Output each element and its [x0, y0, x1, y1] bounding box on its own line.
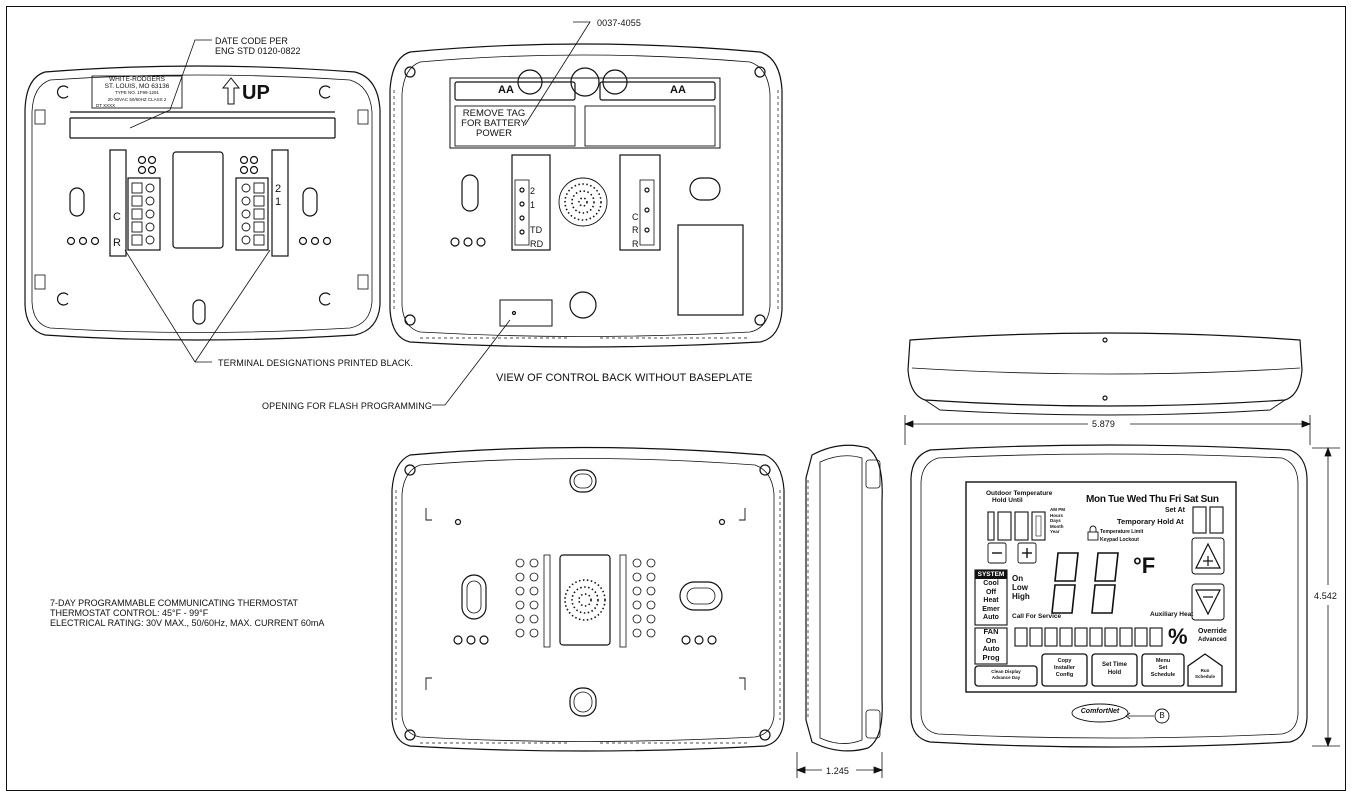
- up-triangle-button: [1191, 537, 1225, 575]
- rating-label-box: [91, 75, 183, 109]
- control-terminal-c: C: [632, 212, 639, 222]
- callout-letter-b: B: [1159, 711, 1165, 720]
- display-keypad-lockout: Keypad Lockout: [1100, 537, 1139, 543]
- clean-display-button[interactable]: Clean Display Advance Day: [991, 669, 1021, 680]
- run-schedule-button[interactable]: Run Schedule: [1194, 668, 1215, 679]
- terminal-designations-callout: TERMINAL DESIGNATIONS PRINTED BLACK.: [218, 358, 414, 368]
- display-outdoor-temp: Outdoor Temperature Hold Until: [986, 490, 1053, 504]
- corner-hook: [57, 85, 69, 99]
- display-temp-limit: Temperature Limit: [1100, 529, 1144, 535]
- display-time-units: AM PM Hours Days Month Year: [1050, 507, 1065, 534]
- baseplate-terminal-2: 2: [275, 183, 282, 195]
- display-aux-heat: Auxiliary Heat: [1150, 611, 1194, 618]
- battery-label-1: AA: [498, 84, 514, 96]
- display-call-for-service: Call For Service: [1012, 613, 1062, 620]
- remove-tag-label: REMOVE TAG FOR BATTERY POWER: [461, 108, 527, 139]
- flash-opening: [499, 299, 553, 327]
- control-terminal-1: 1: [530, 200, 536, 210]
- control-terminal-rd: RD: [530, 239, 544, 249]
- display-temp-hold-at: Temporary Hold At: [1117, 517, 1184, 526]
- baseplate-terminal-c: C: [113, 211, 121, 223]
- date-code-callout: DATE CODE PER ENG STD 0120-0822: [215, 36, 301, 56]
- drawing-border: [6, 6, 1346, 791]
- touchscreen: [965, 481, 1237, 693]
- message-segments: [1014, 627, 1163, 647]
- display-percent: %: [1168, 624, 1188, 649]
- grip-scallops: [393, 90, 779, 339]
- control-terminal-r1: R: [632, 225, 639, 235]
- baseplate-terminal-r: R: [113, 237, 121, 249]
- dimension-height: 4.542: [1314, 591, 1338, 601]
- flash-programming-callout: OPENING FOR FLASH PROGRAMMING: [262, 401, 432, 411]
- display-fan-modes: FAN On Auto Prog: [982, 627, 1000, 662]
- speaker-grille: [558, 177, 608, 227]
- battery-label-2: AA: [670, 84, 686, 96]
- control-back-view-title: VIEW OF CONTROL BACK WITHOUT BASEPLATE: [496, 372, 753, 384]
- display-days: Mon Tue Wed Thu Fri Sat Sun: [1086, 494, 1219, 505]
- top-edge-view: [907, 332, 1303, 416]
- rating-label-text: WHITE-RODGERS ST. LOUIS, MO 63136 TYPE N…: [96, 76, 170, 108]
- big-temp-digits: [1051, 552, 1119, 614]
- fan-box: [974, 627, 1008, 665]
- display-override: Override Advanced: [1198, 628, 1227, 643]
- control-terminal-td: TD: [530, 225, 543, 235]
- display-degree-unit: °F: [1133, 553, 1156, 578]
- brand-logo: [1071, 703, 1129, 723]
- down-triangle-button: [1191, 583, 1225, 621]
- part-number-callout: 0037-4055: [597, 18, 641, 28]
- minus-icon: [987, 542, 1007, 564]
- control-terminal-r2: R: [632, 239, 639, 249]
- leader-lines: [124, 21, 591, 406]
- display-system-label: SYSTEM: [977, 571, 1005, 578]
- spec-notes: 7-DAY PROGRAMMABLE COMMUNICATING THERMOS…: [50, 598, 325, 628]
- control-terminal-2: 2: [530, 186, 536, 196]
- menu-set-schedule-button[interactable]: Menu Set Schedule: [1150, 658, 1176, 678]
- set-time-hold-button[interactable]: Set Time Hold: [1102, 662, 1127, 676]
- display-fan-speeds: On Low High: [1012, 574, 1030, 601]
- display-system-modes: Cool Off Heat Emer Auto: [982, 580, 1000, 621]
- dimension-depth: 1.245: [826, 766, 850, 776]
- side-view: [805, 444, 883, 752]
- up-arrow-icon: [221, 77, 241, 105]
- copy-installer-config-button[interactable]: Copy Installer Config: [1053, 658, 1076, 678]
- control-back-view: [389, 43, 783, 348]
- home-icon: [1187, 653, 1223, 687]
- brand-logo-text: ComfortNet: [1080, 708, 1120, 715]
- up-label: UP: [242, 82, 270, 104]
- dimension-lines: [795, 415, 1340, 778]
- display-set-at: Set At: [1165, 507, 1185, 514]
- lock-icon: [1087, 531, 1099, 541]
- baseplate-view: [24, 65, 381, 341]
- baseplate-terminal-1: 1: [275, 196, 282, 208]
- dimension-width: 5.879: [1092, 419, 1116, 429]
- btn-clean-display-outline: [974, 665, 1038, 687]
- plus-icon: [1017, 542, 1037, 564]
- rear-view: [391, 446, 785, 752]
- front-view: [910, 444, 1308, 748]
